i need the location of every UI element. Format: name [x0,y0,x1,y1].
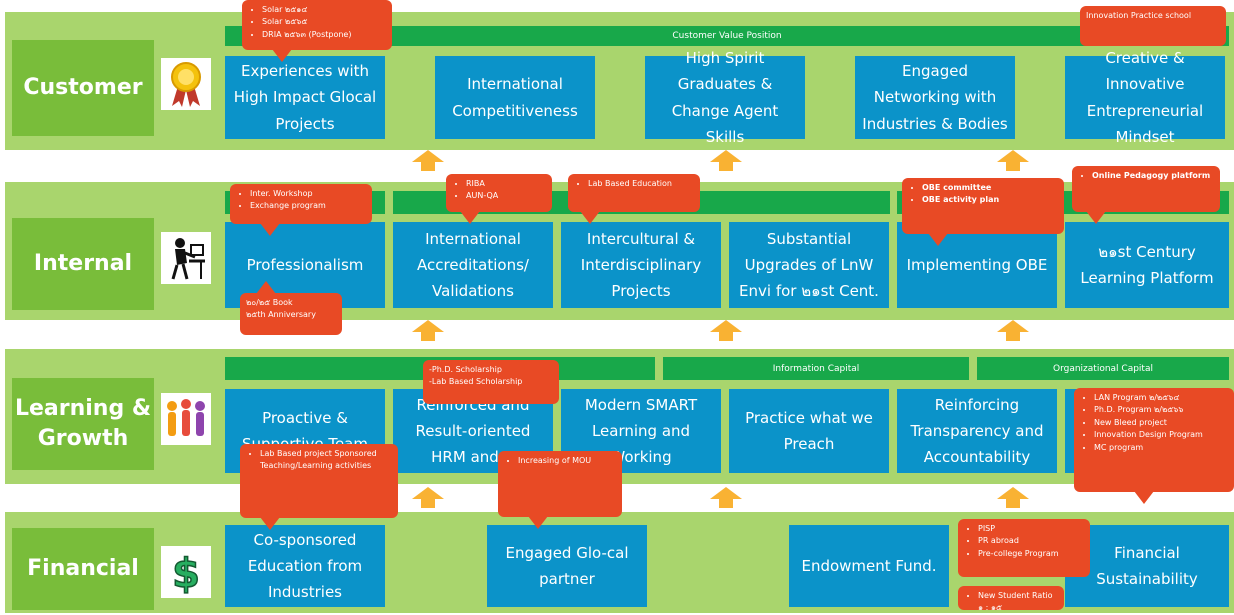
callout-pointer [272,49,292,62]
callout-new-student-ratio: New Student Ratio ๑ : ๑๕ [958,586,1064,612]
up-arrow-icon [997,320,1029,341]
callout-item: ๒๕th Anniversary [246,310,316,320]
svg-text:$: $ [172,551,200,595]
callout-pointer [1134,491,1154,504]
callout-item: Exchange program [250,200,366,212]
callout-innovation-school: Innovation Practice school [1080,6,1226,46]
up-arrow-icon [997,487,1029,508]
callout-item: DRIA ๒๕๖๓ (Postpone) [262,29,386,41]
callout-item: Increasing of MOU [518,455,616,467]
financial-objective-glocal-partner: Engaged Glo-cal partner [487,525,647,607]
learning-objective-practice-preach: Practice what we Preach [729,389,889,473]
customer-objective-glocal-projects: Experiences with High Impact Glocal Proj… [225,56,385,139]
callout-pisp: PISPPR abroadPre-college Program [958,519,1090,577]
customer-value-bar: Customer Value Position [225,26,1229,46]
callout-item: Solar ๒๕๑๔ [262,4,386,16]
customer-objective-international-competitiveness: International Competitiveness [435,56,595,139]
callout-riba: RIBAAUN-QA [446,174,552,224]
person-at-desk-icon [161,232,211,284]
team-people-icon [161,393,211,445]
callout-pointer [580,211,600,224]
award-ribbon-icon [161,58,211,110]
customer-objective-high-spirit-graduates: High Spirit Graduates & Change Agent Ski… [645,49,805,146]
callout-item: ๒๐/๒๕ Book [246,298,293,307]
callout-pointer [256,281,276,294]
up-arrow-icon [412,150,444,171]
callout-item: AUN-QA [466,190,546,202]
customer-objective-creative-mindset: Creative & Innovative Entrepreneurial Mi… [1065,49,1225,146]
callout-pointer [528,516,548,529]
callout-item: RIBA [466,178,546,190]
callout-item: Ph.D. Program ๒/๒๕๖๖ [1094,404,1228,416]
up-arrow-icon [710,487,742,508]
internal-objective-learning-platform: ๒๑st Century Learning Platform [1065,222,1229,308]
callout-item: OBE activity plan [922,194,1058,206]
callout-pointer [1086,211,1106,224]
callout-item: Innovation Design Program [1094,429,1228,441]
financial-objective-sustainability: Financial Sustainability [1065,525,1229,607]
callout-item: PISP [978,523,1084,535]
callout-inter-workshop: Inter. WorkshopExchange program [230,184,372,236]
callout-book-anniversary: ๒๐/๒๕ Book ๒๕th Anniversary [240,281,342,335]
internal-objective-intercultural-projects: Intercultural & Interdisciplinary Projec… [561,222,721,308]
callout-item: PR abroad [978,535,1084,547]
customer-objective-engaged-networking: Engaged Networking with Industries & Bod… [855,56,1015,139]
callout-item: Pre-college Program [978,548,1084,560]
up-arrow-icon [412,320,444,341]
perspective-financial: Financial [12,528,154,610]
information-capital-bar: Information Capital [663,357,969,380]
dollar-sign-icon: $ [161,546,211,598]
callout-item: LAN Program ๒/๒๕๖๔ [1094,392,1228,404]
callout-item: New Student Ratio ๑ : ๑๕ [978,590,1058,615]
callout-lan-program: LAN Program ๒/๒๕๖๔Ph.D. Program ๒/๒๕๖๖Ne… [1074,388,1234,504]
perspective-internal: Internal [12,218,154,310]
up-arrow-icon [710,320,742,341]
up-arrow-icon [710,150,742,171]
up-arrow-icon [997,150,1029,171]
callout-lab-based-project: Lab Based project Sponsored Teaching/Lea… [240,444,398,530]
callout-phd-scholarship: -Ph.D. Scholarship -Lab Based Scholarshi… [423,360,559,404]
callout-item: Inter. Workshop [250,188,366,200]
callout-pointer [928,233,948,246]
callout-item: New Bleed project [1094,417,1228,429]
callout-pointer [260,223,280,236]
perspective-learning: Learning & Growth [12,378,154,470]
callout-item: -Lab Based Scholarship [429,377,523,387]
callout-item: Solar ๒๕๖๕ [262,16,386,28]
learning-objective-transparency: Reinforcing Transparency and Accountabil… [897,389,1057,473]
internal-objective-accreditations: International Accreditations/ Validation… [393,222,553,308]
callout-item: OBE committee [922,182,1058,194]
callout-solar: Solar ๒๕๑๔Solar ๒๕๖๕DRIA ๒๕๖๓ (Postpone) [242,0,392,62]
financial-objective-endowment-fund: Endowment Fund. [789,525,949,607]
perspective-customer: Customer [12,40,154,136]
callout-pointer [260,517,280,530]
callout-item: -Ph.D. Scholarship [429,365,502,374]
callout-lab-based-education: Lab Based Education [568,174,700,224]
callout-item: Online Pedagogy platform [1092,170,1214,182]
internal-objective-substantial-upgrades: Substantial Upgrades of LnW Envi for ๒๑s… [729,222,889,308]
callout-item: Innovation Practice school [1086,11,1192,20]
financial-objective-co-sponsored-education: Co-sponsored Education from Industries [225,525,385,607]
callout-item: Lab Based project Sponsored Teaching/Lea… [260,448,392,473]
internal-objective-implementing-obe: Implementing OBE [897,222,1057,308]
organizational-capital-bar: Organizational Capital [977,357,1229,380]
callout-pointer [460,211,480,224]
up-arrow-icon [412,487,444,508]
callout-item: Lab Based Education [588,178,694,190]
callout-online-pedagogy: Online Pedagogy platform [1072,166,1220,224]
callout-obe: OBE committeeOBE activity plan [902,178,1064,246]
callout-increasing-mou: Increasing of MOU [498,451,622,529]
callout-item: MC program [1094,442,1228,454]
